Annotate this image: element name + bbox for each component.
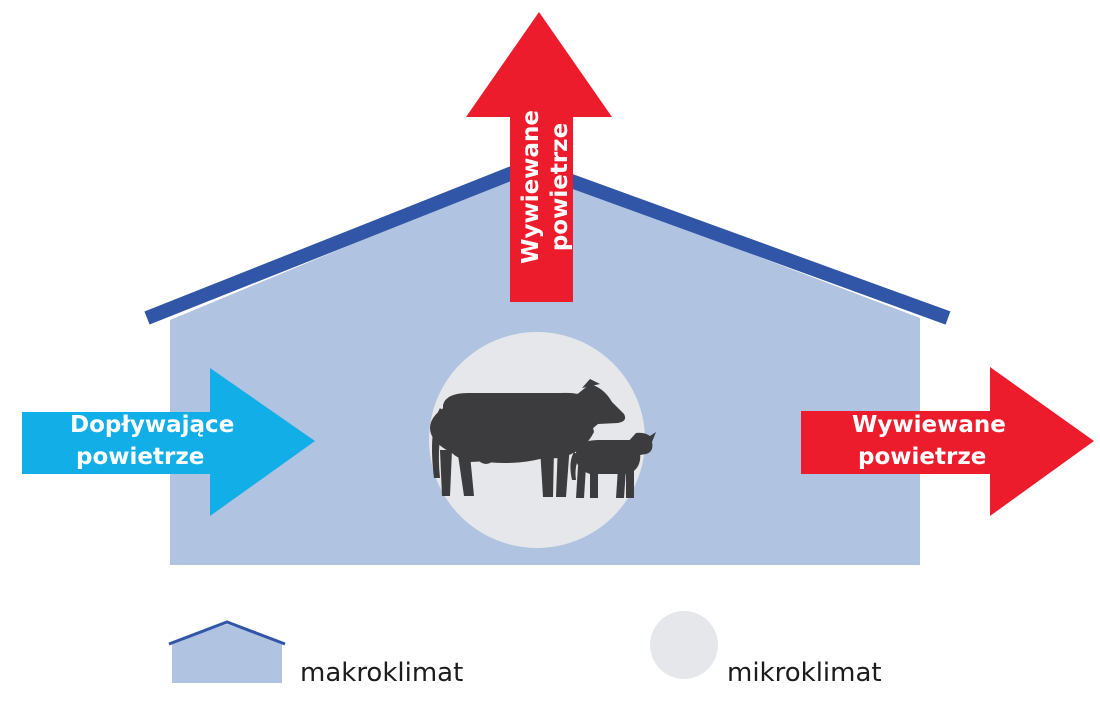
inflow-arrow: Dopływające powietrze xyxy=(22,368,315,516)
inflow-line2: powietrze xyxy=(76,444,204,470)
outflow-right-line2: powietrze xyxy=(858,444,986,470)
inflow-line1: Dopływające xyxy=(70,412,234,438)
legend-roof-swatch xyxy=(168,620,286,646)
legend-microclimate: mikroklimat xyxy=(650,611,882,688)
outflow-arrow-top: Wywiewane powietrze xyxy=(466,12,612,302)
cow-icon xyxy=(430,379,626,497)
outflow-arrow-right: Wywiewane powietrze xyxy=(801,367,1094,516)
legend-barn-swatch xyxy=(172,624,282,683)
outflow-top-line1: Wywiewane xyxy=(518,110,544,264)
outflow-right-line1: Wywiewane xyxy=(852,412,1006,438)
legend-microclimate-label: mikroklimat xyxy=(727,658,882,688)
outflow-top-line2: powietrze xyxy=(547,123,573,251)
calf-icon xyxy=(570,432,656,498)
legend-micro-swatch xyxy=(650,611,718,679)
legend-macroclimate: makroklimat xyxy=(168,620,463,688)
outflow-arrow-top-shape xyxy=(466,12,612,302)
outflow-arrow-right-shape xyxy=(801,367,1094,516)
inflow-arrow-shape xyxy=(22,368,315,516)
legend-macroclimate-label: makroklimat xyxy=(300,658,463,688)
